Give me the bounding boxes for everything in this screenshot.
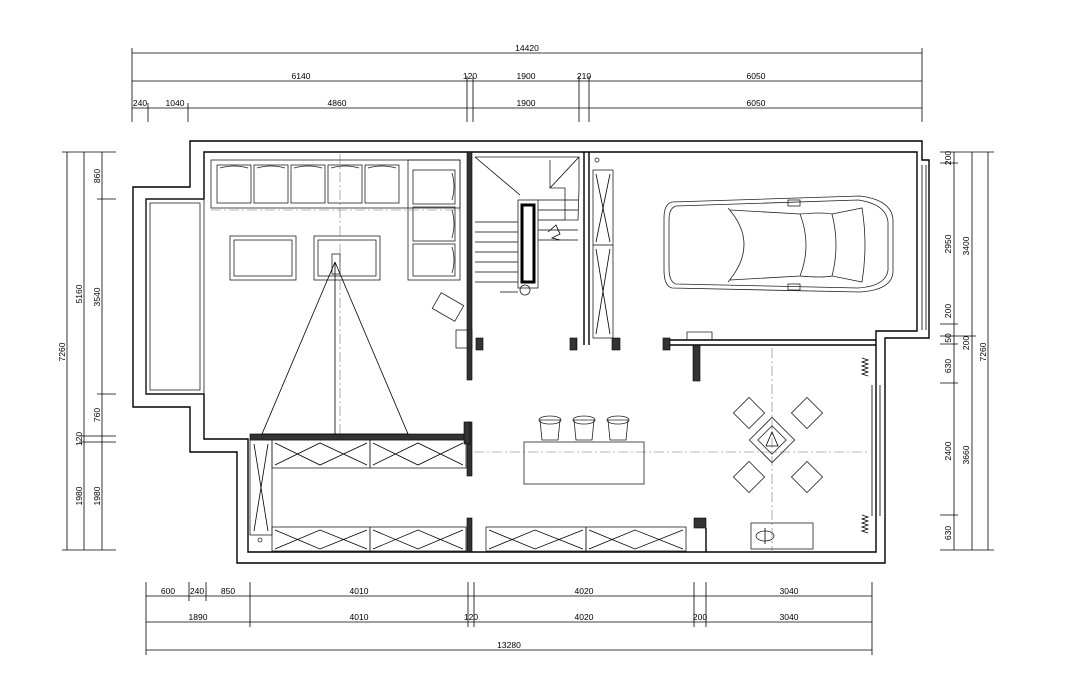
dim-left-o0: 5160 — [74, 284, 84, 303]
dim-top-r2-2: 4860 — [328, 98, 347, 108]
dim-top-r1-3: 210 — [577, 71, 591, 81]
dim-left-i0: 860 — [92, 169, 102, 183]
dim-right-i1: 2950 — [943, 234, 953, 253]
dim-right-o0: 3400 — [961, 236, 971, 255]
dim-right-i6: 2400 — [943, 441, 953, 460]
dim-top-r2-3: 1900 — [517, 98, 536, 108]
dim-right-i0: 200 — [943, 151, 953, 165]
dim-bot-r1-3: 4010 — [350, 586, 369, 596]
dim-right-i3: 50 — [943, 333, 953, 343]
dining-table — [732, 357, 870, 550]
dim-bot-r1-1: 240 — [190, 586, 204, 596]
dim-bot-r1-0: 600 — [161, 586, 175, 596]
dim-top-total: 14420 — [515, 43, 539, 53]
dim-top-r2-1: 1040 — [166, 98, 185, 108]
bar-counter — [523, 415, 645, 485]
exterior-walls — [132, 140, 930, 564]
dim-right-i4: 200 — [961, 336, 971, 350]
dim-top-r2-4: 6050 — [747, 98, 766, 108]
dim-bot-r1-2: 850 — [221, 586, 235, 596]
dim-bot-r2-1: 4010 — [350, 612, 369, 622]
dim-bot-r2-5: 3040 — [780, 612, 799, 622]
dim-bot-r2-0: 1890 — [189, 612, 208, 622]
dim-bot-total: 13280 — [497, 640, 521, 650]
bottom-dimensions: 600 240 850 4010 4020 3040 1890 4010 120… — [145, 582, 873, 655]
dim-bot-r1-5: 3040 — [780, 586, 799, 596]
sofa-set — [210, 159, 465, 322]
interior-walls — [249, 151, 876, 553]
dim-left-i2: 760 — [92, 408, 102, 422]
dim-bot-r2-3: 4020 — [575, 612, 594, 622]
dim-left-i3: 1980 — [92, 486, 102, 505]
dim-left-o1: 120 — [74, 432, 84, 446]
dim-right-i5: 630 — [943, 359, 953, 373]
dim-right-total: 7260 — [978, 342, 988, 361]
dim-left-i1: 3540 — [92, 287, 102, 306]
dim-left-total: 7260 — [57, 342, 67, 361]
dim-bot-r1-4: 4020 — [575, 586, 594, 596]
dim-right-i2: 200 — [943, 304, 953, 318]
cabinets — [249, 157, 687, 552]
car — [663, 195, 894, 293]
dim-left-o2: 1980 — [74, 486, 84, 505]
top-dimensions: 14420 6140 120 1900 210 6050 240 1040 48… — [131, 43, 923, 122]
left-dimensions: 7260 5160 120 1980 860 3540 760 1980 — [57, 151, 116, 551]
dim-top-r2-0: 240 — [133, 98, 147, 108]
staircase — [474, 156, 580, 296]
dim-top-r1-1: 120 — [463, 71, 477, 81]
dim-bot-r2-4: 200 — [693, 612, 707, 622]
dim-top-r1-4: 6050 — [747, 71, 766, 81]
dim-top-r1-2: 1900 — [517, 71, 536, 81]
right-dimensions: 200 2950 200 50 200 630 2400 630 3400 36… — [940, 151, 994, 551]
dim-top-r1-0: 6140 — [292, 71, 311, 81]
dim-bot-r2-2: 120 — [464, 612, 478, 622]
dim-right-o1: 3660 — [961, 445, 971, 464]
lighting-projection — [211, 154, 870, 552]
dim-right-i7: 630 — [943, 526, 953, 540]
